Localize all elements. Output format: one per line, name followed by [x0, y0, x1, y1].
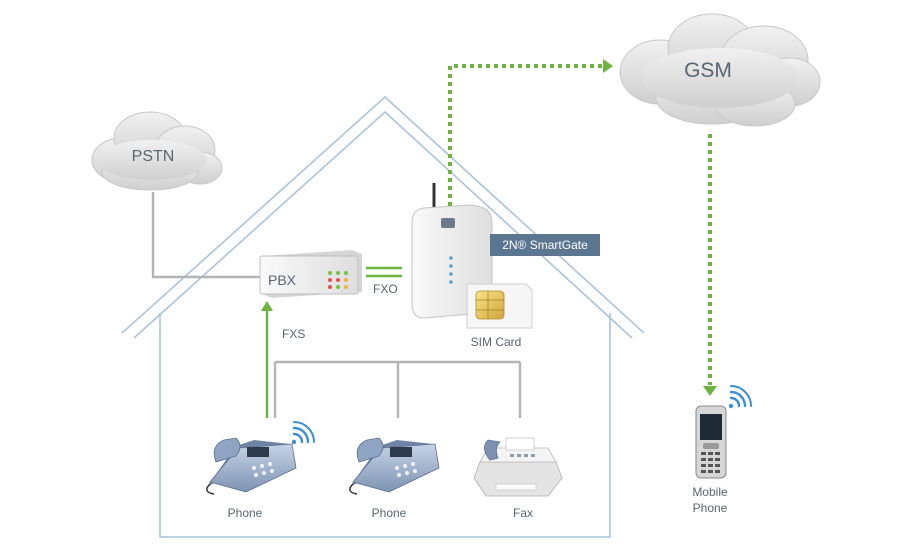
pstn-cloud: PSTN: [91, 111, 223, 191]
mobile-label-line2: Phone: [693, 501, 728, 515]
smartgate-label: 2N® SmartGate: [502, 238, 588, 252]
gsm-label: GSM: [684, 59, 732, 82]
gsm-path: [448, 59, 717, 396]
pstn-line: [151, 192, 260, 279]
fxs-link: [261, 301, 273, 418]
wiring: [151, 192, 522, 418]
mobile-phone-icon: [695, 405, 727, 479]
fax-label: Fax: [513, 506, 533, 520]
gsm-cloud: GSM: [619, 13, 821, 127]
desk-phone-icon: [206, 437, 297, 495]
pbx-label: PBX: [268, 272, 297, 288]
pstn-label: PSTN: [132, 148, 175, 165]
mobile-label-line1: Mobile: [692, 485, 728, 499]
fxo-link: [366, 266, 402, 278]
wifi-icon: [291, 421, 315, 445]
fax-icon: [473, 437, 563, 497]
fxs-label: FXS: [282, 327, 305, 341]
desk-phone-icon: [349, 437, 440, 495]
pbx-device: PBX: [259, 250, 362, 298]
phone1-label: Phone: [228, 506, 263, 520]
pbx-leds: [328, 271, 348, 289]
smartgate-badge: 2N® SmartGate: [490, 234, 600, 256]
sim-card-icon: [466, 283, 533, 329]
sim-card-label: SIM Card: [471, 335, 522, 349]
phone2-label: Phone: [372, 506, 407, 520]
wifi-icon: [728, 385, 752, 409]
fxo-label: FXO: [373, 282, 398, 296]
